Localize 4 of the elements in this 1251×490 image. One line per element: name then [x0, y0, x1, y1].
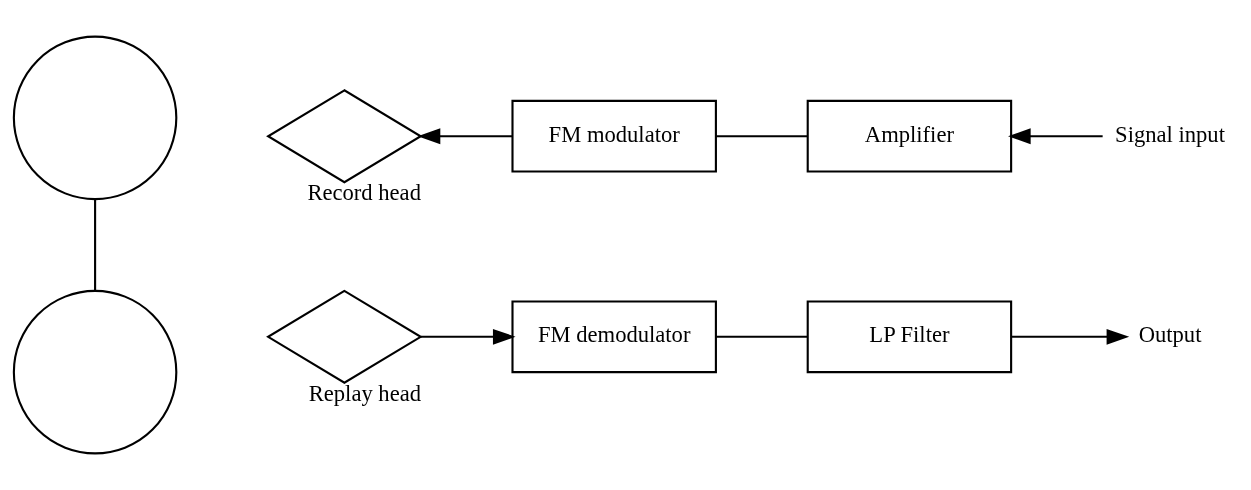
node-text: Output — [1138, 322, 1202, 348]
node-label: Record head — [307, 180, 421, 206]
node-text: Signal input — [1115, 121, 1225, 147]
node-label: Replay head — [308, 380, 422, 406]
